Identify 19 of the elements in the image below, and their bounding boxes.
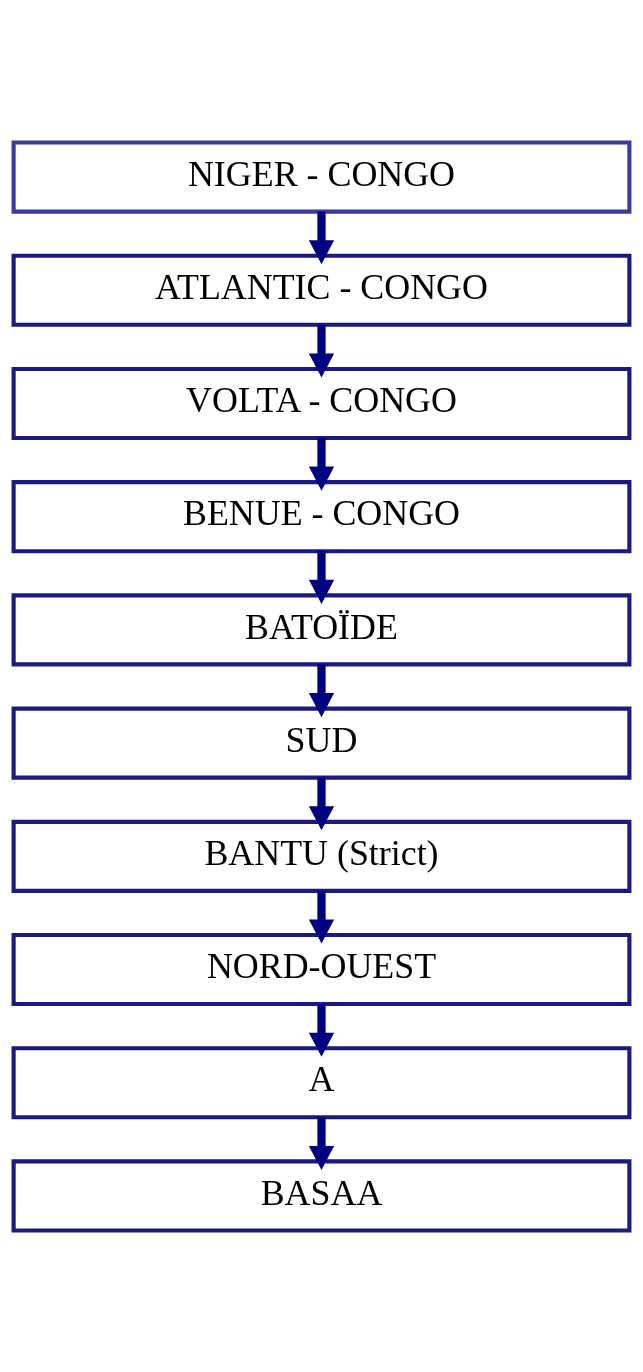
- node-box: ATLANTIC - CONGO: [11, 253, 632, 327]
- node-box: BASAA: [11, 1158, 632, 1233]
- arrow: [308, 777, 335, 830]
- node-box: BANTU (Strict): [11, 819, 632, 893]
- arrow: [308, 550, 335, 604]
- node-box: SUD: [11, 706, 632, 780]
- node-box: NIGER - CONGO: [11, 139, 632, 214]
- arrow: [308, 663, 335, 717]
- arrow: [308, 890, 335, 944]
- arrow: [308, 324, 335, 377]
- node-box: NORD-OUEST: [11, 932, 632, 1006]
- arrow: [308, 1116, 335, 1170]
- node-box: VOLTA - CONGO: [11, 366, 632, 440]
- arrow: [308, 1003, 335, 1057]
- node-box: A: [11, 1045, 632, 1119]
- node-box: BENUE - CONGO: [11, 479, 632, 553]
- arrow: [308, 437, 335, 491]
- arrow: [308, 211, 335, 264]
- node-box: BATOÏDE: [11, 592, 632, 666]
